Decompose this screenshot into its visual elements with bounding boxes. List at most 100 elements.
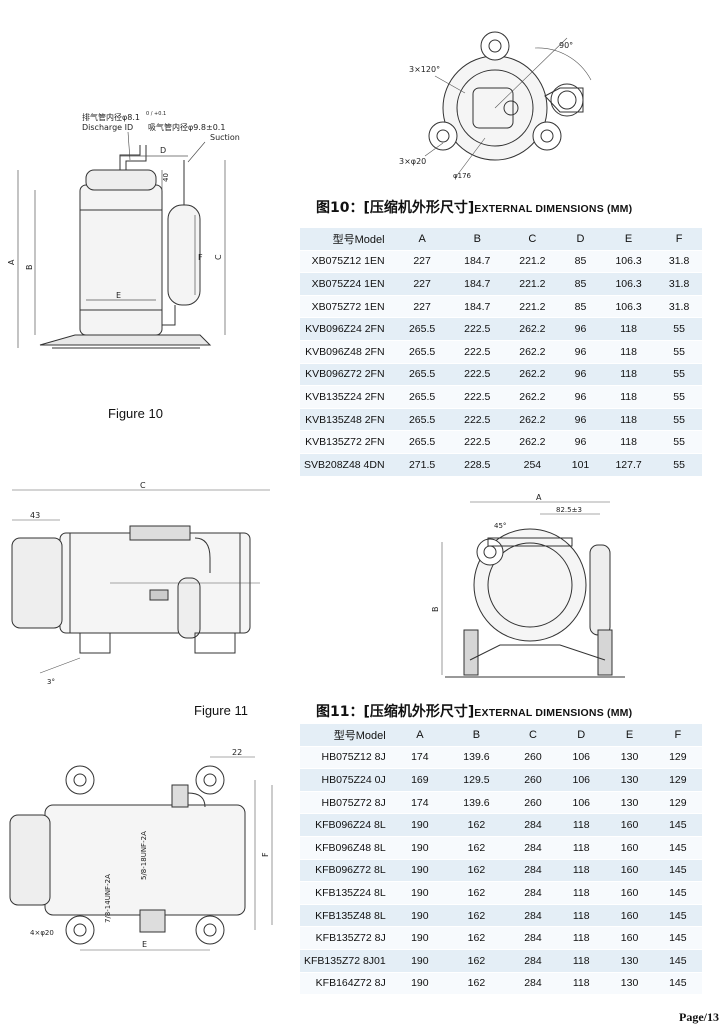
value-cell: 190: [395, 881, 444, 905]
value-cell: 101: [559, 453, 602, 477]
value-cell: 85: [559, 250, 602, 274]
model-cell: HB075Z12 8J: [300, 746, 396, 770]
value-cell: 284: [508, 881, 558, 905]
value-cell: 184.7: [449, 272, 505, 296]
dim-b: B: [431, 607, 440, 613]
value-cell: 145: [653, 904, 702, 928]
value-cell: 162: [444, 904, 509, 928]
dim-45: 45°: [494, 522, 506, 530]
value-cell: 130: [605, 972, 654, 996]
figure11-end-view: A 82.5±3 B 45°: [430, 490, 630, 690]
value-cell: 227: [394, 272, 450, 296]
value-cell: 139.6: [444, 791, 509, 815]
value-cell: 130: [605, 791, 654, 815]
value-cell: 118: [601, 340, 657, 364]
model-cell: KFB096Z24 8L: [300, 813, 396, 837]
value-cell: 271.5: [394, 453, 450, 477]
holes-dia: 3×φ20: [399, 157, 426, 166]
value-cell: 162: [444, 949, 509, 973]
col-model: 型号Model: [300, 724, 396, 747]
model-cell: KFB135Z72 8J01: [300, 949, 396, 973]
model-cell: KFB135Z48 8L: [300, 904, 396, 928]
value-cell: 184.7: [449, 250, 505, 274]
model-cell: KFB164Z72 8J: [300, 972, 396, 996]
value-cell: 190: [395, 904, 444, 928]
value-cell: 174: [395, 746, 444, 770]
value-cell: 31.8: [656, 272, 702, 296]
value-cell: 118: [557, 836, 606, 860]
holes-4x20: 4×φ20: [30, 929, 54, 937]
value-cell: 262.2: [504, 317, 560, 341]
value-cell: 130: [605, 768, 654, 792]
value-cell: 284: [508, 949, 558, 973]
value-cell: 106.3: [601, 295, 657, 319]
dim-c: C: [140, 481, 146, 490]
bottom-view-drawing: 22 5/8-18UNF-2A 7/8-14UNF-2A 4×φ20 E F: [0, 745, 285, 960]
value-cell: 55: [656, 317, 702, 341]
value-cell: 31.8: [656, 295, 702, 319]
value-cell: 222.5: [449, 385, 505, 409]
value-cell: 284: [508, 972, 558, 996]
dim-22: 22: [232, 748, 242, 757]
value-cell: 160: [605, 904, 654, 928]
suction-cn: 吸气管内径φ9.8±0.1: [148, 122, 225, 132]
dim-f: F: [198, 253, 203, 262]
dim-3deg: 3°: [47, 678, 55, 686]
value-cell: 174: [395, 791, 444, 815]
value-cell: 190: [395, 926, 444, 950]
value-cell: 118: [601, 317, 657, 341]
value-cell: 145: [653, 813, 702, 837]
col-d: D: [557, 724, 606, 747]
value-cell: 127.7: [601, 453, 657, 477]
page-number: Page/13: [679, 1010, 719, 1024]
value-cell: 262.2: [504, 385, 560, 409]
value-cell: 265.5: [394, 430, 450, 454]
value-cell: 85: [559, 272, 602, 296]
value-cell: 162: [444, 836, 509, 860]
value-cell: 184.7: [449, 295, 505, 319]
col-e: E: [605, 724, 654, 747]
value-cell: 118: [557, 949, 606, 973]
model-cell: HB075Z24 0J: [300, 768, 396, 792]
angle-90: 90°: [559, 41, 573, 50]
value-cell: 284: [508, 836, 558, 860]
suction-en: Suction ID: [210, 133, 240, 142]
dim-a: A: [536, 493, 542, 502]
value-cell: 96: [559, 317, 602, 341]
table-header-row: 型号Model A B C D E F: [300, 228, 702, 251]
value-cell: 284: [508, 859, 558, 883]
value-cell: 265.5: [394, 317, 450, 341]
top-view-drawing: 90° 3×120° 3×φ20 φ176: [395, 18, 635, 188]
model-cell: KVB135Z24 2FN: [300, 385, 395, 409]
discharge-en: Discharge ID: [82, 123, 133, 132]
value-cell: 145: [653, 926, 702, 950]
value-cell: 190: [395, 813, 444, 837]
value-cell: 129: [653, 768, 702, 792]
value-cell: 106.3: [601, 250, 657, 274]
figure11-drawing: C 43 3°: [0, 478, 285, 688]
value-cell: 145: [653, 972, 702, 996]
value-cell: 162: [444, 972, 509, 996]
dim-d: D: [160, 146, 166, 155]
model-cell: KFB096Z48 8L: [300, 836, 396, 860]
col-e: E: [601, 228, 657, 251]
value-cell: 222.5: [449, 340, 505, 364]
value-cell: 265.5: [394, 385, 450, 409]
model-cell: XB075Z72 1EN: [300, 295, 395, 319]
value-cell: 55: [656, 408, 702, 432]
value-cell: 160: [605, 881, 654, 905]
table10-title-en: EXTERNAL DIMENSIONS (MM): [474, 203, 633, 215]
col-a: A: [395, 724, 444, 747]
value-cell: 254: [504, 453, 560, 477]
value-cell: 106: [557, 791, 606, 815]
value-cell: 227: [394, 295, 450, 319]
value-cell: 162: [444, 926, 509, 950]
